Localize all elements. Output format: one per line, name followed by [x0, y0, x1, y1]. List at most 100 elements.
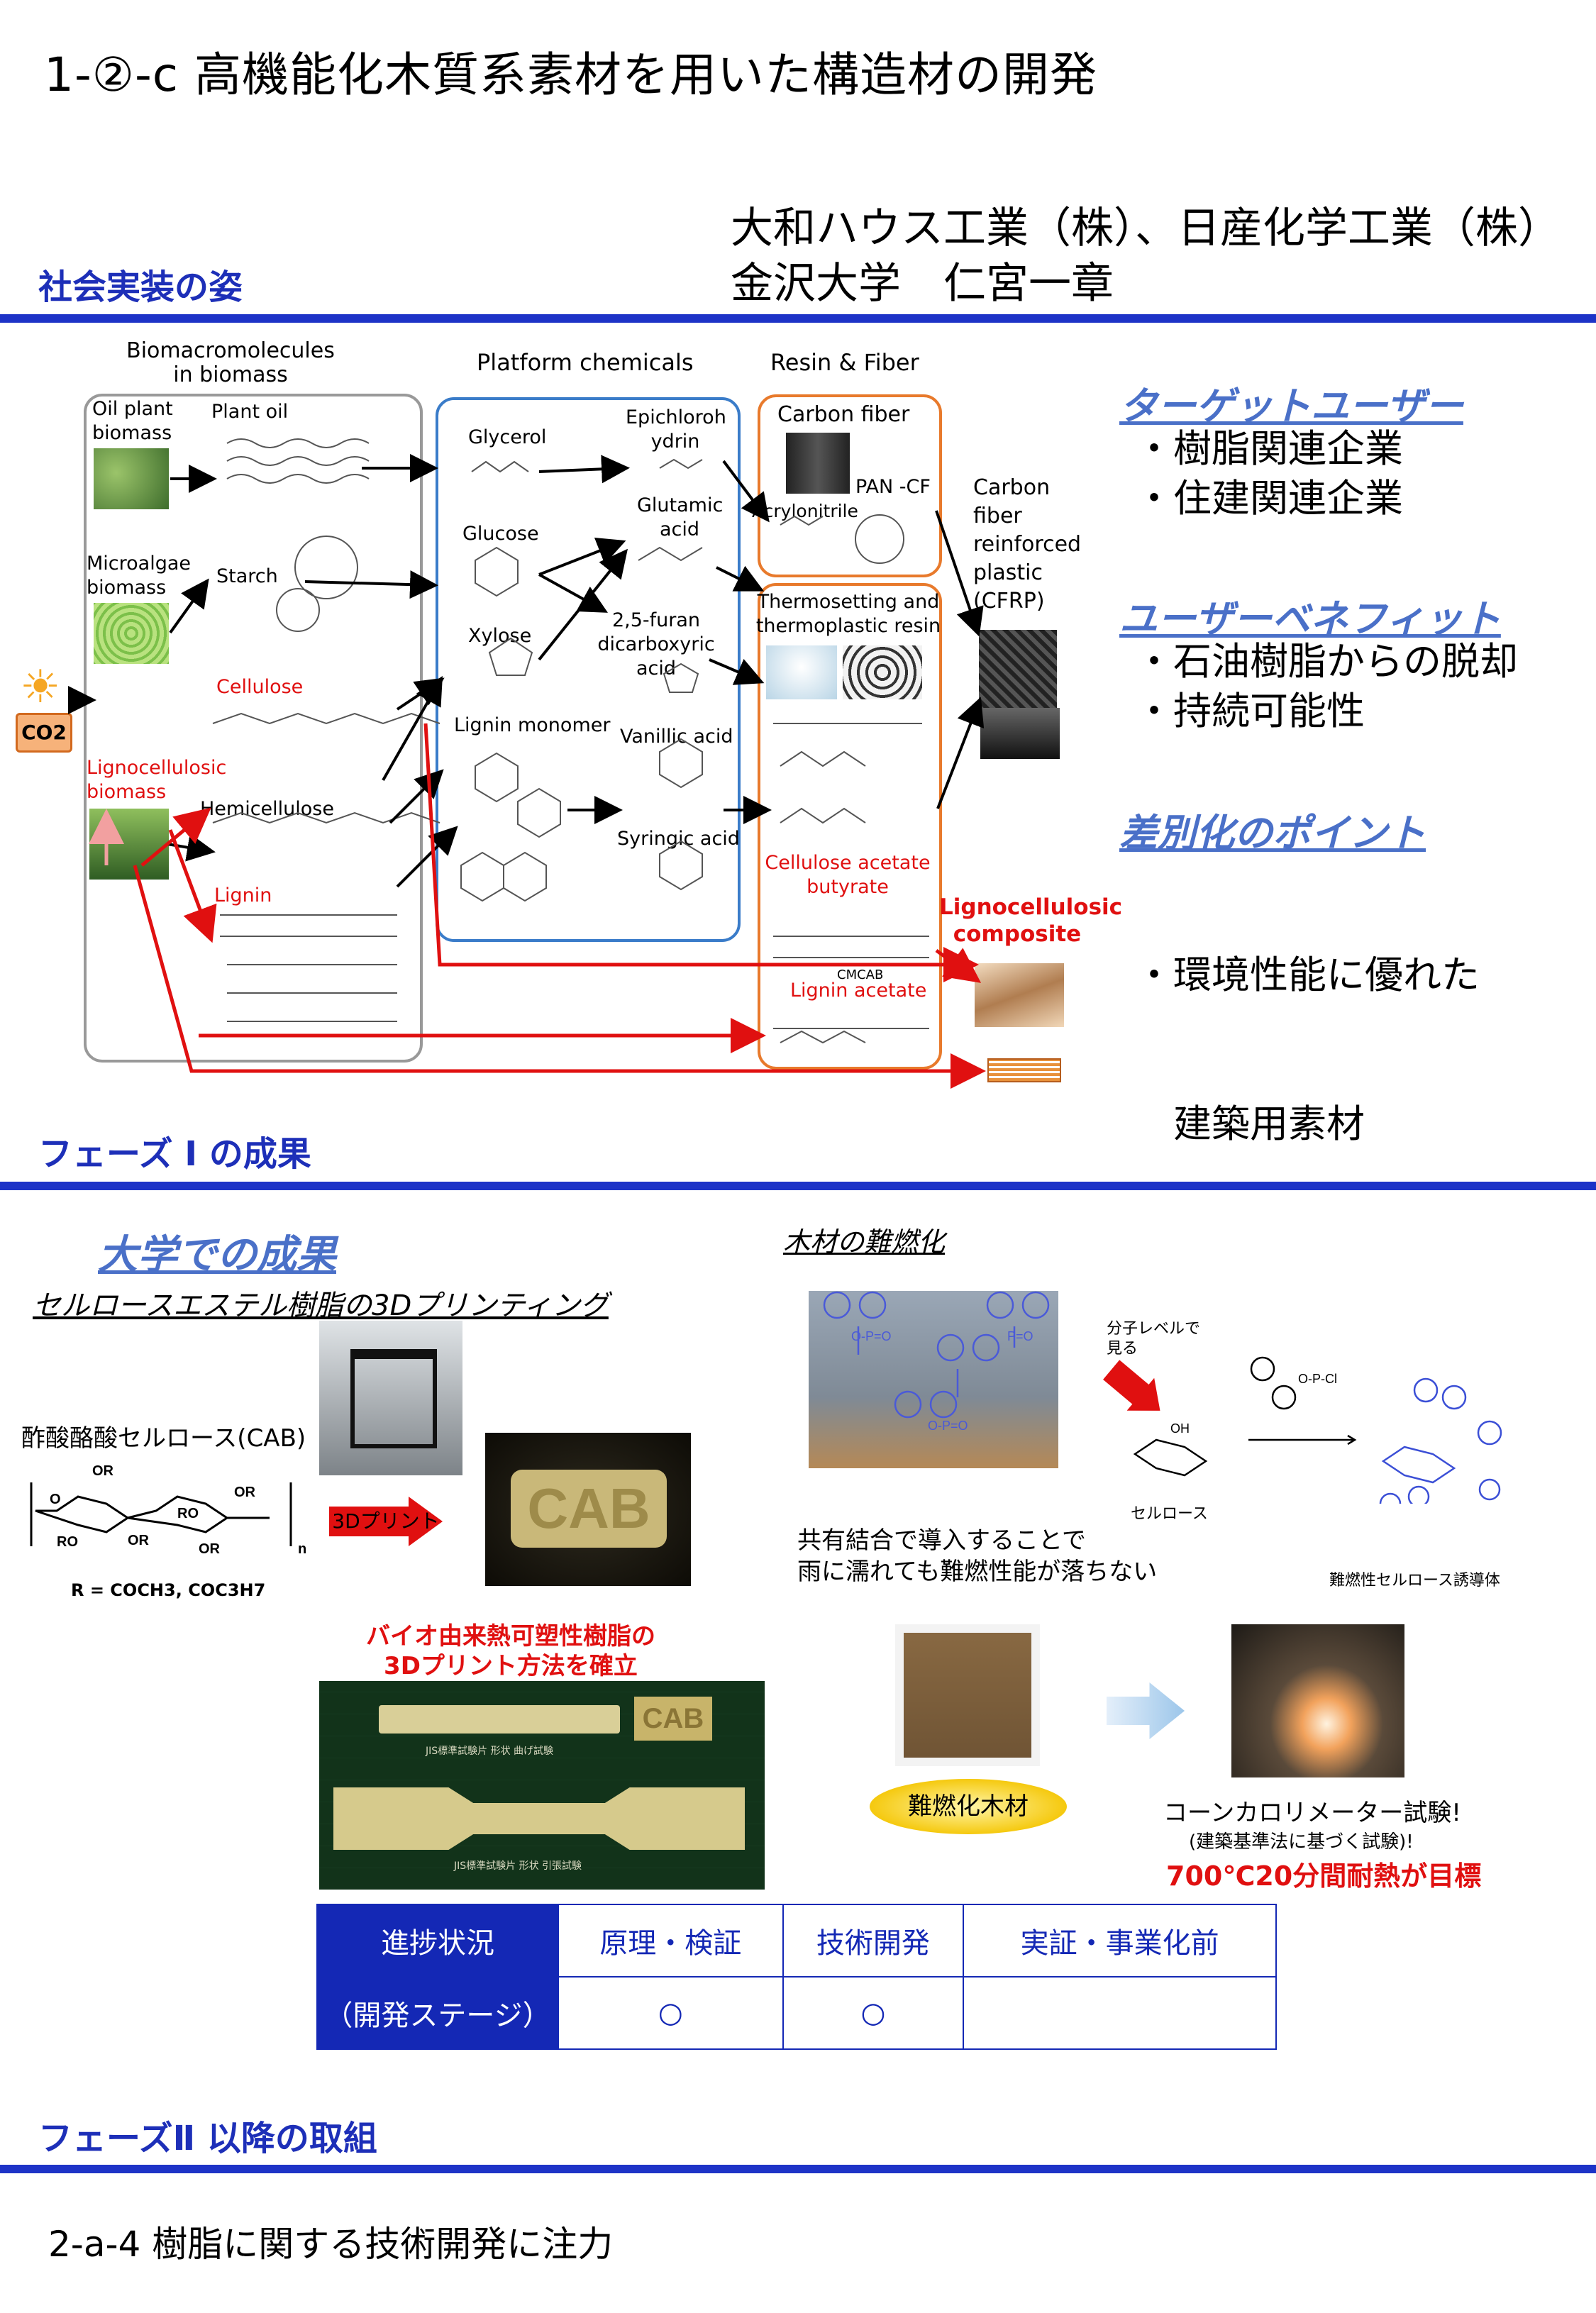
university-results-title: 大学での成果	[98, 1232, 336, 1278]
section-rule	[0, 314, 1596, 323]
resin-photo-2	[843, 645, 922, 699]
mark-tech-dev: ○	[782, 1976, 965, 2050]
cab-structure: OR O RO OR RO OR OR n	[30, 1463, 306, 1557]
specimen-photo: CAB JIS標準試験片 形状 曲げ試験 JIS標準試験片 形状 引張試験	[319, 1681, 765, 1890]
svg-text:P=O: P=O	[1007, 1329, 1033, 1343]
target-user-item: ・樹脂関連企業	[1135, 426, 1403, 471]
cab-print-photo: CAB	[485, 1433, 691, 1586]
user-benefit-item: ・石油樹脂からの脱却	[1135, 639, 1518, 684]
differentiation-item: ・環境性能に優れた	[1135, 953, 1480, 997]
differentiation-title: 差別化のポイント	[1119, 811, 1426, 855]
user-benefit-item: ・持続可能性	[1135, 689, 1365, 733]
established-line: 3Dプリント方法を確立	[384, 1652, 638, 1680]
lignocellulosic-label: Lignocellulosic biomass	[87, 757, 227, 803]
fr-wood-label: 難燃化木材	[870, 1779, 1067, 1834]
mark-demo	[963, 1976, 1277, 2050]
svg-text:O-P=O: O-P=O	[851, 1329, 892, 1343]
biomass-box	[84, 394, 423, 1063]
resin-box	[758, 583, 942, 1070]
wood-title: 木材の難燃化	[783, 1226, 946, 1258]
glycerol-label: Glycerol	[468, 426, 547, 448]
derivative-label: 難燃性セルロース誘導体	[1329, 1572, 1500, 1590]
covalent-line: 共有結合で導入することで	[797, 1526, 1086, 1555]
progress-mark-row: （開発ステージ） ○ ○	[316, 1976, 1277, 2050]
target-user-title: ターゲットユーザー	[1119, 384, 1463, 428]
wood-surface-image: O-P=O P=O O-P=O	[809, 1291, 1058, 1468]
r-formula: R = COCH3, COC3H7	[71, 1580, 266, 1600]
svg-text:OR: OR	[199, 1541, 221, 1557]
covalent-line: 雨に濡れても難燃性能が落ちない	[797, 1558, 1158, 1586]
biomass-diagram: Biomacromolecules in biomass Platform ch…	[0, 326, 1123, 1106]
svg-text:RO: RO	[177, 1506, 199, 1521]
progress-status-cell: 進捗状況	[316, 1904, 559, 1978]
target-user-item: ・住建関連企業	[1135, 476, 1403, 521]
established-caption: バイオ由来熱可塑性樹脂の 3Dプリント方法を確立	[326, 1621, 695, 1681]
basis-label: (建築基準法に基づく試験)!	[1189, 1831, 1414, 1853]
covalent-caption: 共有結合で導入することで 雨に濡れても難燃性能が落ちない	[797, 1525, 1157, 1587]
carbon-fiber-label: Carbon fiber	[777, 402, 910, 427]
fr-wood-photo	[895, 1624, 1040, 1766]
svg-text:OR: OR	[92, 1463, 114, 1479]
svg-text:OH: OH	[1170, 1421, 1190, 1436]
result-arrow-icon	[1107, 1682, 1185, 1739]
specimen1-label: JIS標準試験片 形状 曲げ試験	[426, 1746, 554, 1757]
stage-principle: 原理・検証	[558, 1904, 784, 1978]
furan-label: 2,5-furan dicarboxyric acid	[597, 609, 715, 680]
lignin-monomer-label: Lignin monomer	[454, 714, 611, 736]
phase2-text: 2-a-4 樹脂に関する技術開発に注力	[48, 2224, 614, 2265]
resin-photo-1	[766, 645, 837, 699]
starch-label: Starch	[216, 565, 278, 587]
page-title: 1-②-c 高機能化木質系素材を用いた構造材の開発	[44, 48, 1098, 102]
microalgae-label: Microalgae biomass	[87, 553, 192, 599]
svg-text:RO: RO	[57, 1534, 78, 1550]
printing-subtitle: セルロースエステル樹脂の3Dプリンティング	[33, 1289, 609, 1322]
section-rule	[0, 2165, 1596, 2173]
composite-label: Lignocellulosic composite	[939, 894, 1123, 947]
cellulose-label: セルロース	[1131, 1505, 1208, 1523]
carbon-fiber-box	[758, 394, 942, 577]
progress-header-row: 進捗状況 原理・検証 技術開発 実証・事業化前	[316, 1904, 1277, 1978]
molecular-line: 分子レベルで	[1107, 1320, 1201, 1338]
microalgae-photo	[94, 603, 169, 664]
cone-test-label: コーンカロリメーター試験!	[1163, 1799, 1461, 1827]
syringic-acid-label: Syringic acid	[617, 828, 740, 850]
target-user-list: ・樹脂関連企業 ・住建関連企業	[1135, 424, 1403, 523]
svg-text:OR: OR	[128, 1533, 150, 1548]
glucose-label: Glucose	[462, 523, 539, 545]
svg-text:O: O	[50, 1492, 61, 1507]
section-heading-implementation: 社会実装の姿	[38, 267, 243, 307]
cellulose-label: Cellulose	[216, 676, 304, 698]
cmcab-label: CMCAB	[837, 967, 884, 982]
org-line-1: 大和ハウス工業（株）、日産化学工業（株）	[731, 204, 1561, 253]
section-heading-phase2: フェーズⅡ 以降の取組	[38, 2119, 377, 2158]
plywood-icon	[987, 1058, 1061, 1082]
header-platform: Platform chemicals	[477, 349, 694, 376]
svg-text:OR: OR	[234, 1485, 256, 1500]
goal-label: 700℃20分間耐熱が目標	[1166, 1860, 1482, 1892]
org-line-2: 金沢大学 仁宮一章	[731, 259, 1114, 309]
cfrp-label: Carbon fiber reinforced plastic (CFRP)	[973, 475, 1082, 614]
differentiation-item: 建築用素材	[1135, 1102, 1365, 1146]
composite-photo	[975, 963, 1064, 1027]
stage-demo: 実証・事業化前	[963, 1904, 1277, 1978]
svg-text:O-P=O: O-P=O	[928, 1419, 968, 1433]
pan-cf-label: PAN -CF	[855, 476, 931, 498]
mark-principle: ○	[558, 1976, 784, 2050]
hemicellulose-label: Hemicellulose	[200, 798, 334, 820]
cone-calorimeter-photo	[1231, 1624, 1404, 1777]
cab-label: Cellulose acetate butyrate	[765, 852, 931, 898]
lignin-acetate-label: Lignin acetate	[790, 980, 927, 1002]
specimen2-label: JIS標準試験片 形状 引張試験	[454, 1860, 582, 1872]
carbon-fiber-photo	[786, 433, 850, 494]
section-rule	[0, 1182, 1596, 1190]
acrylonitrile-label: Acrylonitrile	[752, 501, 858, 521]
lignin-label: Lignin	[214, 884, 272, 906]
stage-tech-dev: 技術開発	[782, 1904, 965, 1978]
plant-oil-label: Plant oil	[211, 401, 289, 423]
svg-text:n: n	[298, 1541, 306, 1557]
established-line: バイオ由来熱可塑性樹脂の	[366, 1622, 655, 1651]
cab-print-text: CAB	[511, 1470, 667, 1548]
organizations: 大和ハウス工業（株）、日産化学工業（株） 金沢大学 仁宮一章	[731, 201, 1561, 311]
section-heading-phase1: フェーズ I の成果	[38, 1134, 311, 1174]
epichlorohydrin-label: Epichloroh ydrin	[626, 406, 726, 453]
